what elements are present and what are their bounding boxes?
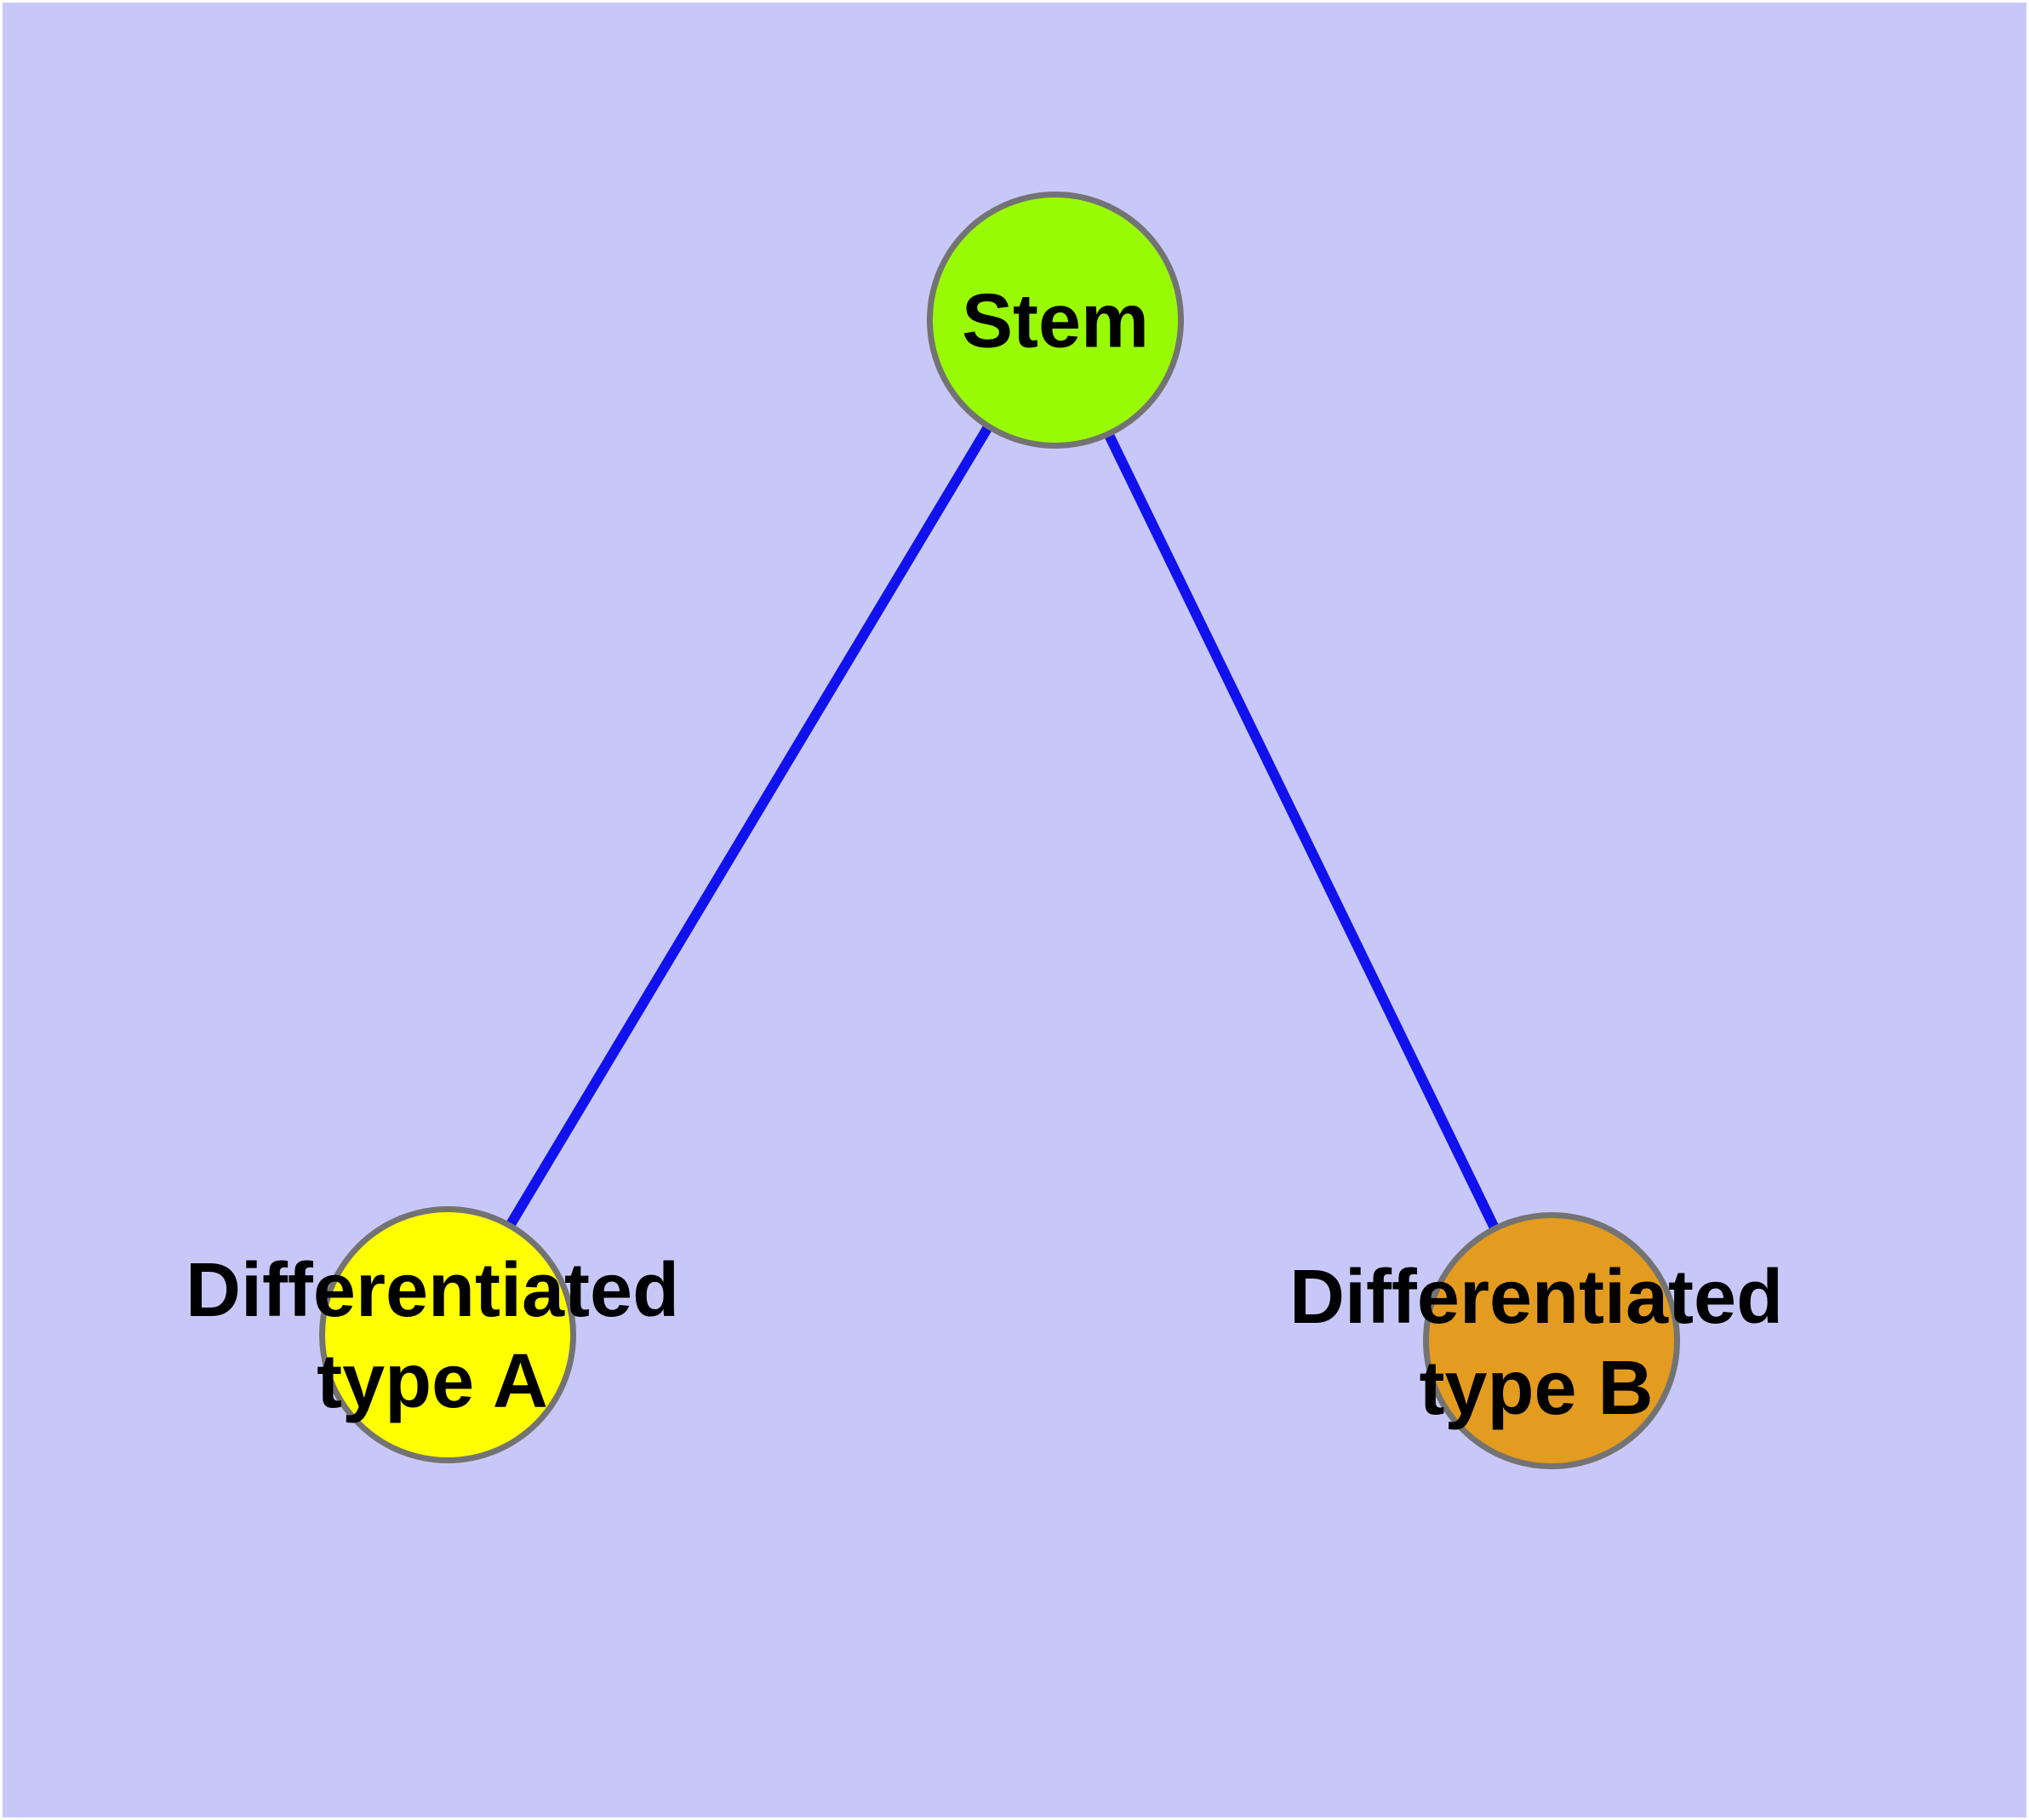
node-differentiated-type-b [1423,1212,1680,1469]
edge-stem-to-type-a [442,316,1058,1334]
node-type-a-label-line2: type A [317,1339,548,1424]
node-type-a-label-line1: Differentiated [185,1248,680,1333]
node-differentiated-type-a [319,1206,576,1463]
node-type-b-label: Differentiated type B [1289,1252,1783,1434]
edge-stem-to-type-b [1048,317,1552,1340]
node-stem [927,192,1184,449]
node-type-b-label-line1: Differentiated [1289,1255,1784,1340]
node-stem-label: Stem [961,278,1150,364]
node-type-b-label-line2: type B [1419,1346,1654,1431]
edge-layer [442,316,1552,1340]
node-type-a-label: Differentiated type A [186,1245,679,1428]
